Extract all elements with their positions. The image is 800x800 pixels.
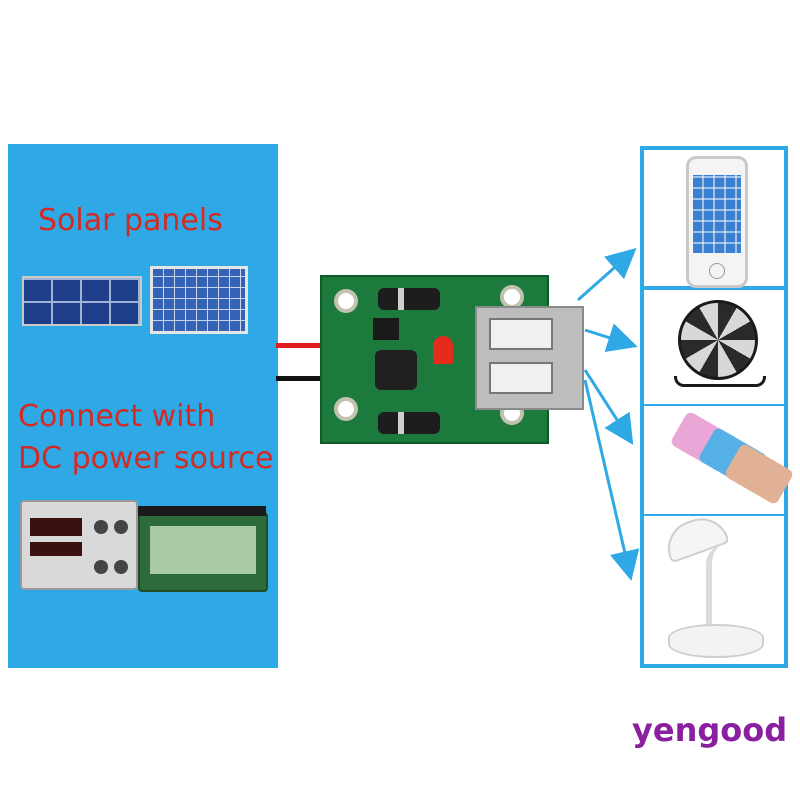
arrow-icon [577, 248, 637, 302]
connect-with-heading: Connect with [18, 399, 216, 434]
fan-icon [678, 300, 758, 380]
solar-panel-framed-image [150, 266, 248, 334]
red-wire [276, 343, 336, 348]
power-bank-panel [640, 406, 795, 518]
inductor [375, 350, 417, 390]
smartphone-icon [686, 156, 748, 288]
red-led [433, 336, 453, 364]
diode-bottom [378, 412, 440, 434]
smartphone-panel [640, 146, 788, 290]
solar-panel-small-image [22, 276, 142, 326]
arrow-icon [583, 369, 634, 446]
solar-panels-heading: Solar panels [38, 203, 223, 238]
arrow-icon [584, 323, 638, 352]
dc-power-supply-image [20, 500, 138, 590]
watermark-text: yengood [632, 711, 788, 749]
diode-top [378, 288, 440, 310]
usb-port-icon [475, 306, 584, 410]
ic-chip [373, 318, 399, 340]
input-sources-panel: Solar panels Connect with DC power sourc… [8, 144, 278, 668]
usb-fan-panel [640, 290, 788, 408]
battery-image [138, 506, 268, 592]
black-wire [276, 376, 336, 381]
dc-power-source-heading: DC power source [18, 441, 274, 476]
arrow-icon [583, 379, 640, 581]
usb-lamp-panel [640, 510, 788, 668]
